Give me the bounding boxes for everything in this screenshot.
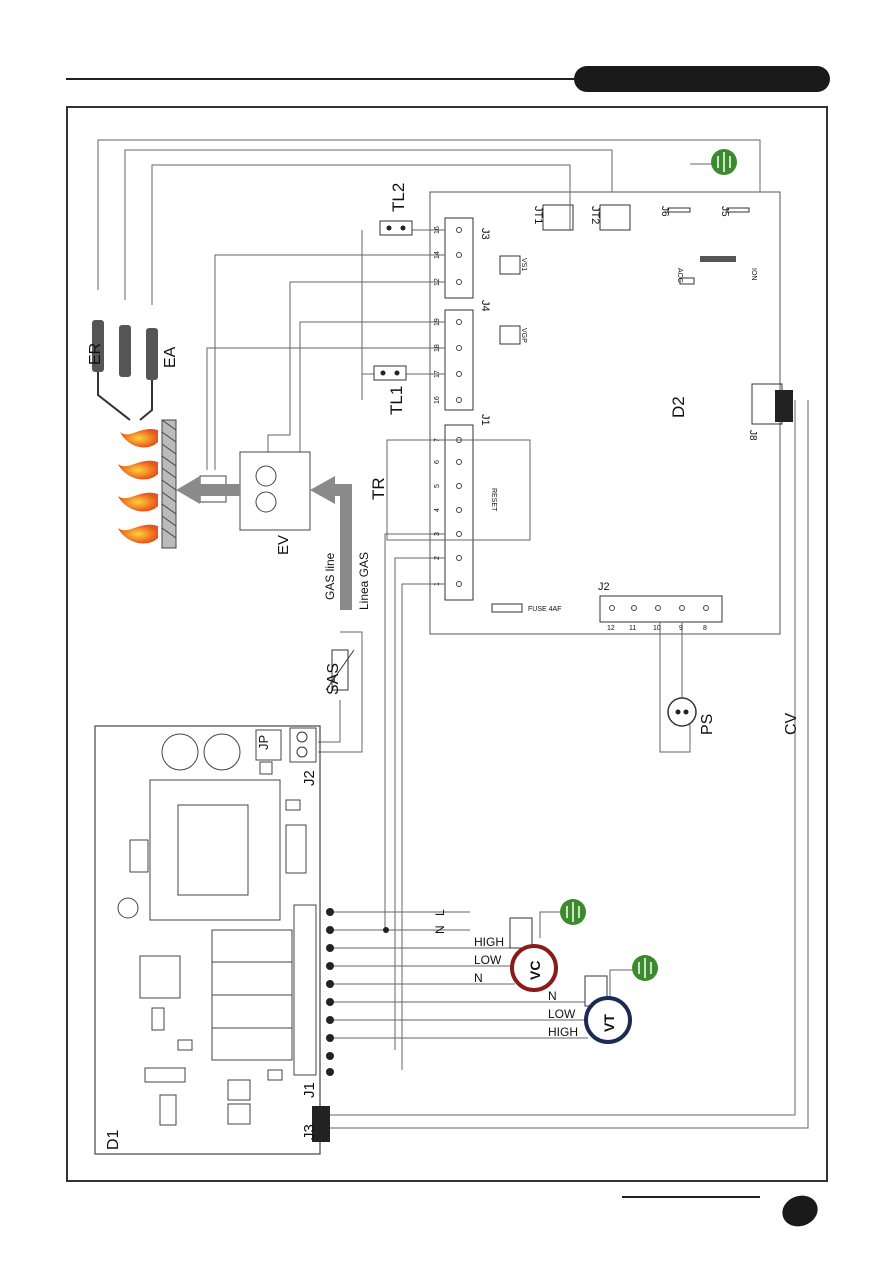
burner [161, 419, 177, 549]
j4-pin-18: 18 [434, 344, 441, 352]
pin-labels: 12 11 10 9 8 1 2 3 4 5 6 7 16 17 18 19 1… [434, 226, 707, 632]
j1-pin-6: 6 [434, 460, 441, 464]
ps-pressure-switch [667, 697, 697, 727]
label-ion: ION [750, 268, 757, 280]
j2-pin-10: 10 [653, 625, 661, 632]
label-linea-gas: Linea GAS [357, 552, 371, 610]
label-d2-j4: J4 [479, 300, 491, 312]
label-d1: D1 [105, 1129, 122, 1150]
j2-pin-9: 9 [679, 625, 683, 632]
label-jt2: JT2 [589, 206, 601, 224]
label-vt-low: LOW [548, 1007, 576, 1021]
label-vt: VT [601, 1014, 617, 1032]
label-vt-high: HIGH [548, 1025, 578, 1039]
gas-flow-arrow [176, 476, 352, 610]
label-j1: J1 [301, 1082, 318, 1098]
label-reset: RESET [490, 488, 497, 512]
label-vc: VC [527, 961, 543, 980]
j2-pin-8: 8 [703, 625, 707, 632]
label-gas-line: GAS line [323, 552, 337, 600]
j4-pin-17: 17 [434, 370, 441, 378]
j1-pin-7: 7 [434, 438, 441, 442]
header-rule [66, 78, 586, 80]
label-N: N [433, 925, 447, 934]
label-ps: PS [699, 714, 716, 735]
label-er: ER [87, 343, 104, 365]
vc-fan-icon [509, 917, 558, 992]
label-tl2: TL2 [389, 183, 408, 212]
j1-pin-3: 3 [434, 532, 441, 536]
j4-pin-19: 19 [434, 318, 441, 326]
diagram-frame [66, 106, 828, 1182]
label-d2-j2: J2 [598, 581, 610, 593]
j3-pin-14: 14 [434, 251, 441, 259]
j1-pin-4: 4 [434, 508, 441, 512]
flame-icon [118, 428, 158, 544]
label-d2-j5: J5 [719, 206, 730, 217]
label-vc-high: HIGH [474, 935, 504, 949]
j1-pin-5: 5 [434, 484, 441, 488]
vt-fan-icon [584, 975, 632, 1044]
label-d2-j1: J1 [479, 414, 491, 426]
j4-pin-16: 16 [434, 396, 441, 404]
label-jt1: JT1 [532, 206, 544, 224]
label-L: L [433, 909, 447, 916]
label-j2: J2 [301, 770, 318, 786]
label-jp: JP [256, 735, 271, 750]
label-d2-j6: J6 [659, 206, 670, 217]
junction-dot [383, 927, 389, 933]
earth-icon [560, 149, 737, 981]
label-fuse: FUSE 4AF [528, 606, 561, 613]
electrodes [92, 320, 158, 421]
label-tr: TR [369, 477, 388, 500]
label-ea: EA [162, 346, 179, 368]
label-cv: CV [783, 712, 800, 735]
j3-pin-16: 16 [434, 226, 441, 234]
label-sas: SAS [325, 663, 342, 695]
label-d2: D2 [669, 396, 688, 418]
tl-thermostats [373, 220, 413, 381]
label-vgp: VGP [520, 328, 527, 343]
d1-board [94, 725, 334, 1155]
label-vs1: VS1 [520, 258, 527, 271]
d2-board [429, 191, 793, 635]
label-j3: J3 [301, 1124, 318, 1140]
label-acc: ACC [676, 268, 683, 283]
header-pill [574, 66, 830, 92]
footer-rule [622, 1196, 760, 1198]
j3-pin-12: 12 [434, 278, 441, 286]
label-d2-j3: J3 [479, 228, 491, 240]
sas-sensor [325, 649, 355, 691]
j1-pin-2: 2 [434, 556, 441, 560]
label-ev: EV [275, 535, 292, 555]
label-d2-j8: J8 [747, 430, 758, 441]
label-vc-n: N [474, 971, 483, 985]
label-vt-n: N [548, 989, 557, 1003]
j2-pin-12: 12 [607, 625, 615, 632]
label-vc-low: LOW [474, 953, 502, 967]
label-tl1: TL1 [387, 386, 406, 415]
wires [97, 139, 809, 1129]
j1-pin-1: 1 [434, 582, 441, 586]
j2-pin-11: 11 [629, 625, 636, 632]
